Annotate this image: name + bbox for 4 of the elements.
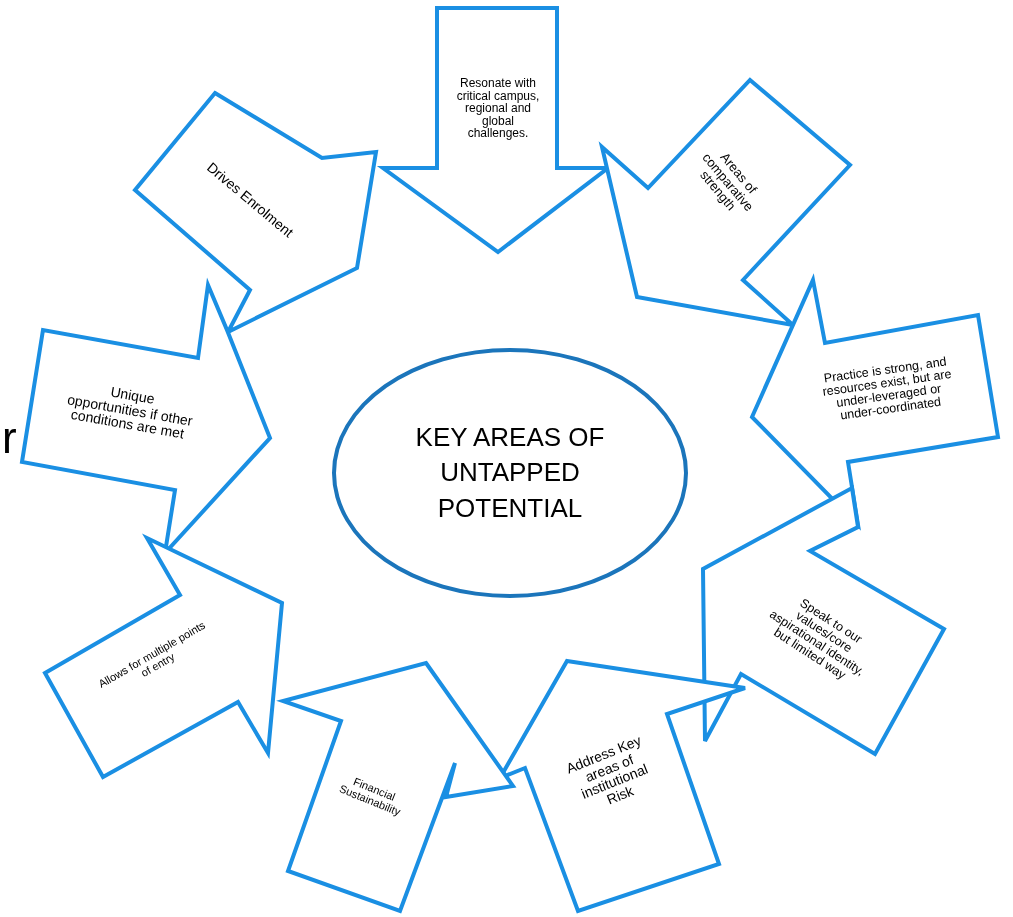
partial-text: r [2, 416, 17, 460]
center-title: KEY AREAS OF UNTAPPED POTENTIAL [414, 421, 606, 525]
callout-text: Unique opportunities if other conditions are met [65, 382, 195, 443]
callout-text: Resonate with critical campus, regional and global challenges. [455, 76, 541, 140]
